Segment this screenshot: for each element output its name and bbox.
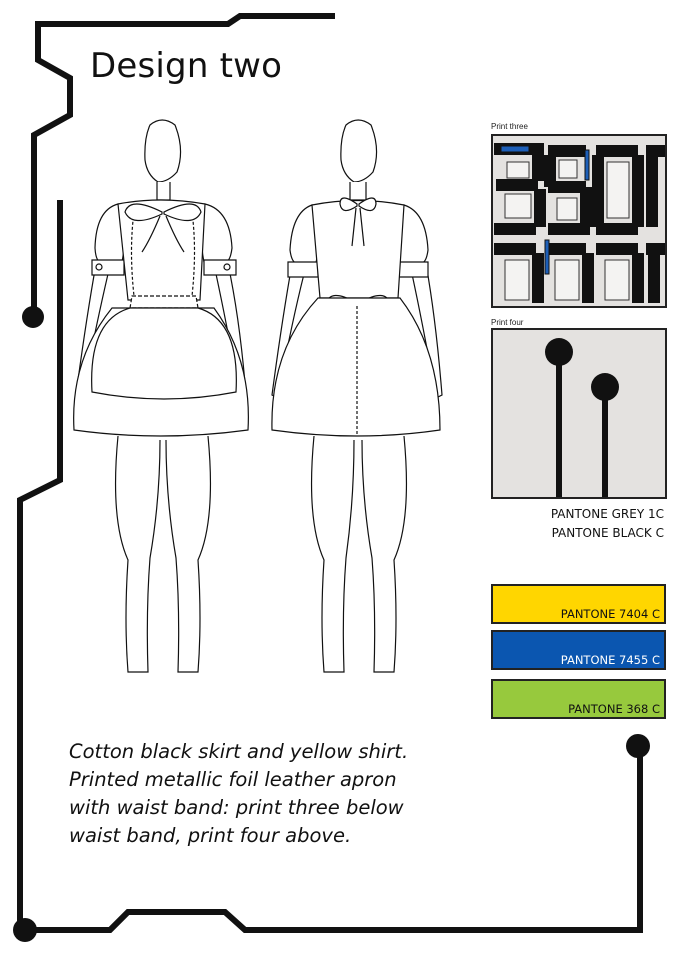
- print-three-swatch: [491, 134, 667, 308]
- page-title: Design two: [90, 46, 283, 86]
- swatch-green: PANTONE 368 C: [491, 679, 666, 719]
- pantone-note-black: PANTONE BLACK C: [551, 526, 664, 540]
- print-four-label: Print four: [491, 318, 524, 327]
- print-four-swatch: [491, 328, 667, 499]
- pin-icon: [545, 338, 619, 497]
- description-line: waist band, print four above.: [69, 824, 352, 847]
- description-line: Cotton black skirt and yellow shirt.: [69, 740, 409, 763]
- swatch-blue: PANTONE 7455 C: [491, 630, 666, 670]
- swatch-green-label: PANTONE 368 C: [568, 702, 660, 716]
- description-line: with waist band: print three below: [69, 796, 404, 819]
- digit-pattern: [494, 143, 665, 303]
- pantone-notes: PANTONE GREY 1C PANTONE BLACK C: [551, 505, 664, 543]
- design-description: Cotton black skirt and yellow shirt. Pri…: [69, 738, 429, 850]
- description-line: Printed metallic foil leather apron: [69, 768, 397, 791]
- swatch-blue-label: PANTONE 7455 C: [560, 653, 660, 667]
- swatch-yellow: PANTONE 7404 C: [491, 584, 666, 624]
- pantone-note-grey: PANTONE GREY 1C: [550, 507, 664, 521]
- print-three-label: Print three: [491, 122, 528, 131]
- swatch-yellow-label: PANTONE 7404 C: [560, 607, 660, 621]
